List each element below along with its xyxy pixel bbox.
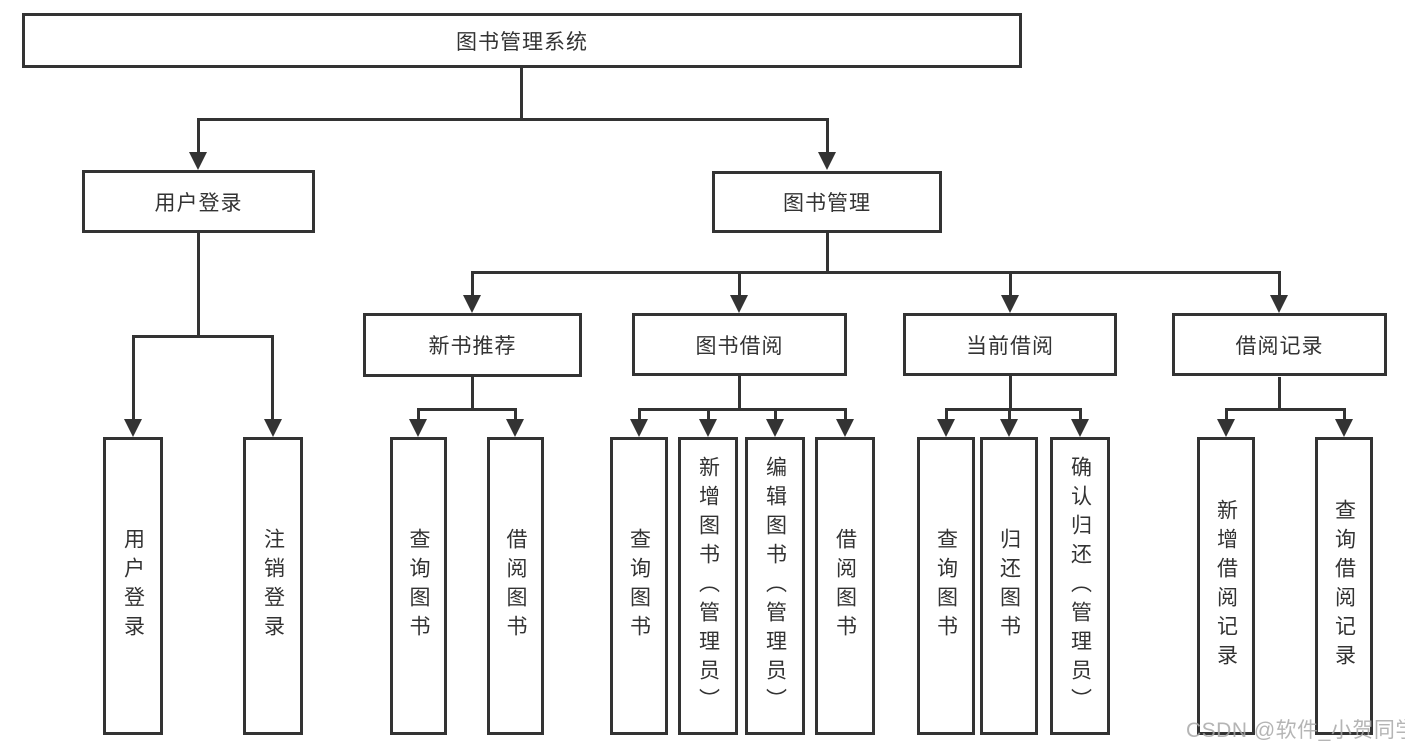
node-user-login-label: 用户登录 [154, 191, 243, 215]
connector-cb-c2-drop [1008, 408, 1011, 423]
node-borrow-record-label: 借阅记录 [1235, 334, 1324, 358]
arrowhead-bb-edit [766, 419, 784, 437]
node-user-login: 用户登录 [82, 170, 315, 233]
leaf-logout-label: 注销登录 [261, 528, 285, 644]
arrowhead-new-book-rec [463, 295, 481, 313]
connector-bb-drop [738, 271, 741, 299]
leaf-nbr-borrow-books: 借阅图书 [487, 437, 544, 735]
connector-br-drop [1278, 271, 1281, 299]
arrowhead-nbr-query [409, 419, 427, 437]
node-root: 图书管理系统 [22, 13, 1022, 68]
leaf-logout: 注销登录 [243, 437, 303, 735]
leaf-bb-query-books: 查询图书 [610, 437, 668, 735]
connector-root-split [197, 118, 829, 121]
arrowhead-book-mgmt [818, 152, 836, 170]
leaf-bb-add-books-admin: 新增图书（管理员） [678, 437, 738, 735]
arrowhead-cb-return [1000, 419, 1018, 437]
leaf-user-login: 用户登录 [103, 437, 163, 735]
leaf-br-query-record-label: 查询借阅记录 [1332, 499, 1356, 673]
node-current-borrow-label: 当前借阅 [966, 334, 1054, 358]
arrowhead-cb-confirm [1071, 419, 1089, 437]
leaf-br-query-record: 查询借阅记录 [1315, 437, 1373, 735]
node-book-borrow: 图书借阅 [632, 313, 847, 376]
connector-bb-c4-drop [844, 408, 847, 423]
connector-cb-split [945, 408, 1081, 411]
leaf-bb-edit-books-admin-label: 编辑图书（管理员） [763, 455, 787, 717]
connector-nbr-trunk [471, 377, 474, 408]
connector-bb-c1-drop [638, 408, 641, 423]
arrowhead-bb-query [630, 419, 648, 437]
arrowhead-cb-query [937, 419, 955, 437]
leaf-nbr-borrow-books-label: 借阅图书 [504, 528, 527, 644]
node-book-mgmt: 图书管理 [712, 171, 942, 233]
leaf-user-login-label: 用户登录 [121, 528, 145, 644]
connector-user-login-trunk [197, 233, 200, 335]
node-book-borrow-label: 图书借阅 [695, 334, 784, 358]
connector-bb-trunk [738, 376, 741, 408]
leaf-bb-edit-books-admin: 编辑图书（管理员） [745, 437, 805, 735]
arrowhead-bb-add [699, 419, 717, 437]
connector-leaf-logout-drop [271, 335, 274, 423]
connector-book-mgmt-split [471, 271, 1281, 274]
connector-br-split [1225, 408, 1345, 411]
csdn-watermark: CSDN @软件_小贺同学 [1186, 719, 1405, 742]
arrowhead-bb-borrow [836, 419, 854, 437]
node-current-borrow: 当前借阅 [903, 313, 1117, 376]
arrowhead-br-query [1335, 419, 1353, 437]
connector-cb-c1-drop [945, 408, 948, 423]
connector-nbr-split [417, 408, 517, 411]
arrowhead-br-add [1217, 419, 1235, 437]
connector-br-c2-drop [1343, 408, 1346, 423]
arrowhead-current-borrow [1001, 295, 1019, 313]
connector-bb-split [638, 408, 846, 411]
node-book-mgmt-label: 图书管理 [783, 192, 871, 215]
connector-root-trunk [520, 68, 523, 118]
leaf-br-add-record-label: 新增借阅记录 [1214, 499, 1238, 673]
connector-user-login-split [132, 335, 274, 338]
connector-leaf-login-drop [132, 335, 135, 423]
node-new-book-rec-label: 新书推荐 [428, 335, 517, 358]
leaf-bb-add-books-admin-label: 新增图书（管理员） [696, 455, 720, 717]
arrowhead-borrow-record [1270, 295, 1288, 313]
connector-bb-c3-drop [774, 408, 777, 423]
node-borrow-record: 借阅记录 [1172, 313, 1387, 376]
node-root-label: 图书管理系统 [456, 30, 588, 54]
leaf-cb-confirm-return-admin: 确认归还（管理员） [1050, 437, 1110, 735]
arrowhead-nbr-borrow [506, 419, 524, 437]
connector-cb-c3-drop [1079, 408, 1082, 423]
arrowhead-leaf-logout [264, 419, 282, 437]
arrowhead-user-login [189, 152, 207, 170]
connector-nbr-drop [471, 271, 474, 299]
connector-root-left-drop [197, 118, 200, 156]
leaf-bb-borrow-books-label: 借阅图书 [833, 528, 857, 644]
connector-root-right-drop [826, 118, 829, 156]
connector-nbr-c2-drop [514, 408, 517, 423]
node-new-book-rec: 新书推荐 [363, 313, 582, 377]
leaf-bb-query-books-label: 查询图书 [627, 528, 651, 644]
leaf-cb-return-books: 归还图书 [980, 437, 1038, 735]
leaf-cb-confirm-return-admin-label: 确认归还（管理员） [1068, 455, 1092, 717]
leaf-cb-return-books-label: 归还图书 [997, 528, 1021, 644]
leaf-bb-borrow-books: 借阅图书 [815, 437, 875, 735]
connector-bb-c2-drop [707, 408, 710, 423]
connector-cb-trunk [1009, 376, 1012, 408]
connector-br-c1-drop [1225, 408, 1228, 423]
leaf-cb-query-books-label: 查询图书 [934, 528, 958, 644]
leaf-nbr-query-books-label: 查询图书 [407, 528, 430, 644]
leaf-nbr-query-books: 查询图书 [390, 437, 447, 735]
leaf-br-add-record: 新增借阅记录 [1197, 437, 1255, 735]
arrowhead-book-borrow [730, 295, 748, 313]
connector-br-trunk [1278, 377, 1281, 408]
arrowhead-leaf-login [124, 419, 142, 437]
connector-book-mgmt-trunk [826, 233, 829, 271]
leaf-cb-query-books: 查询图书 [917, 437, 975, 735]
connector-cb-drop [1009, 271, 1012, 299]
connector-nbr-c1-drop [417, 408, 420, 423]
